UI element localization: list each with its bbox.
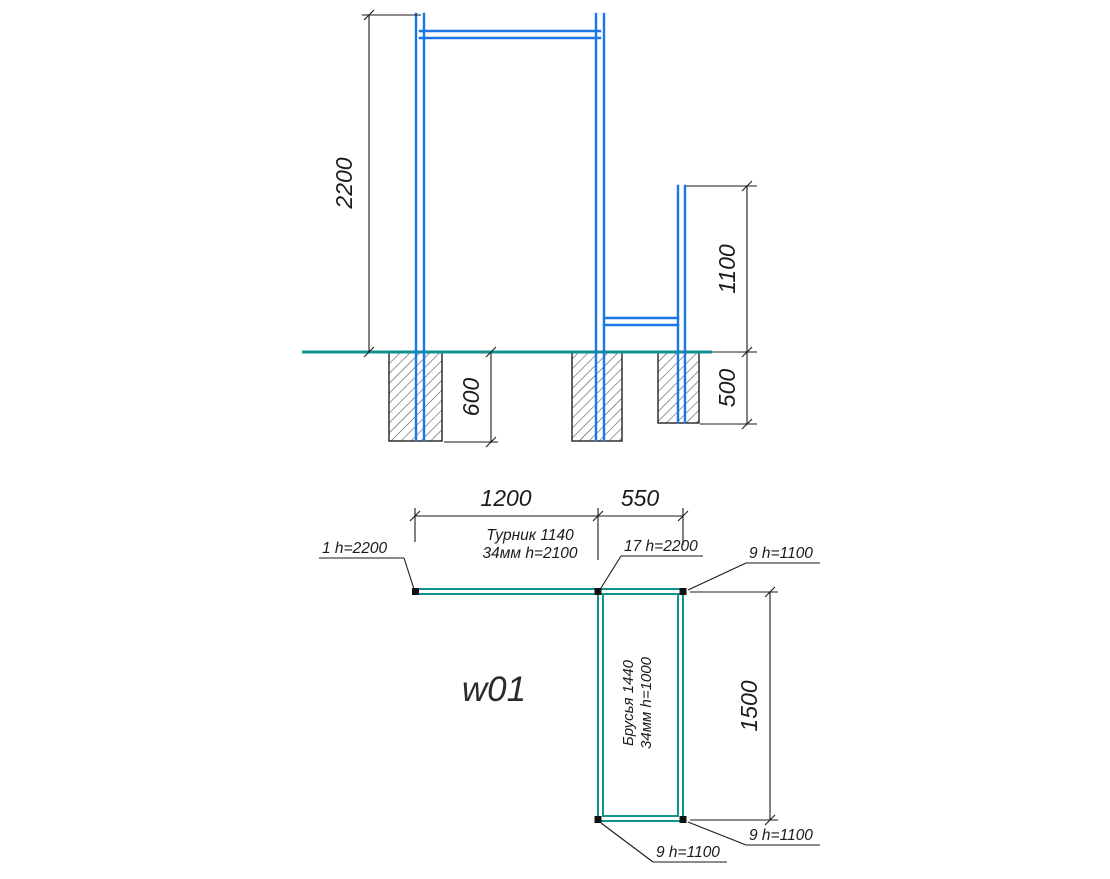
pullup-left-post [414,12,426,442]
dim-text-1100: 1100 [714,244,740,294]
tick [409,510,421,522]
post-leaders [319,555,820,863]
dim-depth-500 [700,352,757,430]
leader-text-post-1: 1 h=2200 [322,540,387,557]
dim-text-1500: 1500 [736,680,762,731]
tick [764,814,776,826]
dim-depth-600 [444,346,498,448]
leader-post-9-bottommid [600,822,727,863]
post-marker-9-bottomleft [594,816,602,823]
low-cross-bar [602,316,680,327]
leader-text-post-17: 17 h=2200 [624,538,698,555]
plan-view: 1200 550 Турник 1140 34мм h=2100 Брусья … [319,485,820,863]
leader-line [600,822,654,863]
leader-line [687,562,747,591]
elevation-structure [414,12,687,442]
brusya-inner-rect [602,593,679,817]
leader-post-1 [319,557,415,590]
dim-text-550: 550 [621,485,660,511]
elevation-view: 2200 1100 500 600 [302,9,757,448]
leader-line [687,821,747,846]
post-marker-1 [412,588,419,595]
pullup-top-bar [418,29,602,40]
tick [363,9,375,21]
side-low-post [676,184,687,424]
plan-posts [412,588,687,823]
foundations [388,351,700,442]
leader-post-17 [600,555,703,589]
turnik-label-line2: 34мм h=2100 [483,545,578,562]
tick [741,180,753,192]
tick [764,586,776,598]
brusya-label-line2: 34мм h=1000 [638,656,655,749]
leader-post-9-bottomright [687,821,820,846]
dim-height-2200 [362,9,421,358]
brusya-outer-rect [597,588,684,822]
dim-span-chain [409,508,689,560]
leader-line [403,557,415,590]
leader-text-post-9-topright: 9 h=1100 [749,545,813,562]
turnik-label-line1: Турник 1140 [486,527,574,544]
leader-line [600,555,622,589]
dim-text-600: 600 [458,378,484,417]
tick [741,418,753,430]
tick [485,436,497,448]
dim-depth-1500 [690,586,778,826]
post-marker-9-bottomright [679,816,687,823]
pullup-right-post [594,12,606,442]
post-marker-17 [594,588,602,595]
brusya-label-line1: Брусья 1440 [620,659,637,746]
tick [485,346,497,358]
dim-text-2200: 2200 [331,157,357,209]
dim-text-1200: 1200 [480,485,531,511]
post-marker-9-topright [679,588,687,595]
leader-post-9-topright [687,562,820,591]
tick [677,510,689,522]
leader-text-post-9-bottomright: 9 h=1100 [749,827,813,844]
leader-text-post-9-bottommid: 9 h=1100 [656,844,720,861]
tick [592,510,604,522]
dim-text-500: 500 [714,369,740,408]
drawing-code: w01 [462,670,526,709]
tick [363,346,375,358]
plan-structure [415,588,684,822]
